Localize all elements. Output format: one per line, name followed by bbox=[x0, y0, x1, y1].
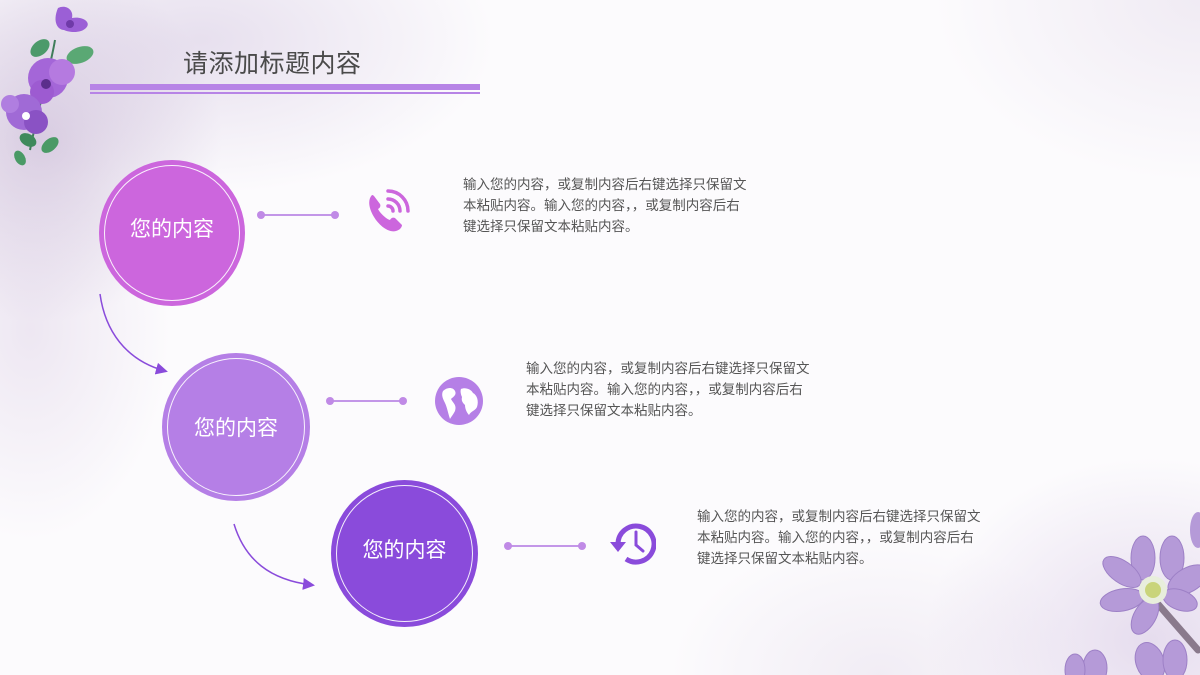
step-3-circle: 您的内容 bbox=[331, 480, 478, 627]
purple-flower-sprig-icon bbox=[1, 6, 94, 166]
step-3-label: 您的内容 bbox=[362, 537, 447, 562]
step-2-description: 输入您的内容，或复制内容后右键选择只保留文 本粘贴内容。输入您的内容，，或复制内… bbox=[526, 361, 810, 419]
arrow-step1-to-step2 bbox=[99, 293, 168, 375]
title-underline-thick bbox=[90, 84, 480, 90]
step-3-description: 输入您的内容，或复制内容后右键选择只保留文 本粘贴内容。输入您的内容，，或复制内… bbox=[697, 509, 981, 567]
globe-icon bbox=[435, 377, 483, 425]
history-clock-icon bbox=[610, 523, 656, 565]
step-1-description: 输入您的内容，或复制内容后右键选择只保留文 本粘贴内容。输入您的内容，，或复制内… bbox=[463, 177, 747, 235]
step-1-circle: 您的内容 bbox=[99, 160, 245, 306]
slide-title: 请添加标题内容 bbox=[183, 49, 362, 78]
step-2-connector bbox=[326, 397, 407, 405]
step-3-connector bbox=[504, 542, 586, 550]
phone-call-icon bbox=[369, 189, 410, 232]
step-2-label: 您的内容 bbox=[194, 416, 278, 440]
arrow-step2-to-step3 bbox=[233, 523, 315, 590]
step-1-label: 您的内容 bbox=[130, 217, 214, 241]
step-1-connector bbox=[257, 211, 339, 219]
step-2-circle: 您的内容 bbox=[162, 353, 310, 501]
title-underline-thin bbox=[90, 92, 480, 94]
purple-anemone-flowers-icon bbox=[1064, 512, 1200, 675]
